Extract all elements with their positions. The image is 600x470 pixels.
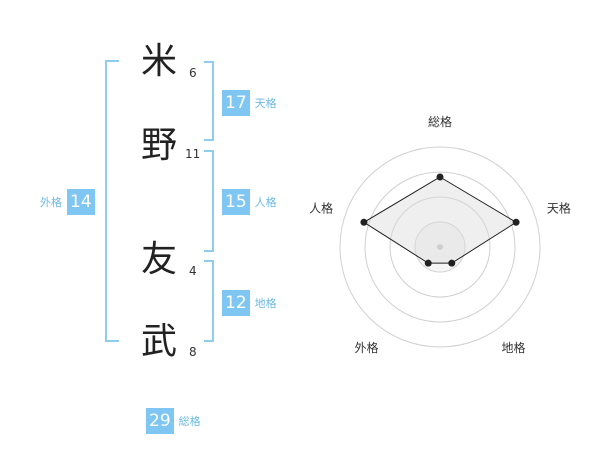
name-char-4: 武 (140, 321, 177, 362)
radar-point-3 (448, 259, 456, 267)
radar-point-5 (360, 218, 368, 226)
gaikaku-value: 14 (67, 189, 95, 215)
radar-point-4 (424, 259, 432, 267)
tenkaku-label: 天格 (254, 97, 277, 110)
name-char-2: 野 (140, 125, 177, 166)
stroke-count-4: 8 (189, 345, 197, 359)
gaikaku-label: 外格 (40, 196, 62, 209)
jinkaku-badge: 15 人格 (222, 189, 277, 215)
gaikaku-badge: 外格 14 (40, 189, 95, 215)
stroke-count-3: 4 (189, 264, 197, 278)
radar-axis-label-3: 地格 (501, 340, 525, 355)
soukaku-value: 29 (146, 408, 174, 434)
radar-axis-label-1: 総格 (428, 114, 452, 129)
tenkaku-value: 17 (222, 90, 250, 116)
stroke-count-1: 6 (189, 66, 197, 80)
tenkaku-bracket (204, 61, 214, 141)
gaikaku-bracket (105, 60, 119, 342)
chikaku-bracket (204, 260, 214, 342)
radar-points (360, 173, 520, 267)
radar-point-2 (512, 218, 520, 226)
radar-axis-label-2: 天格 (547, 200, 571, 215)
chikaku-value: 12 (222, 290, 250, 316)
name-char-3: 友 (140, 239, 177, 280)
soukaku-badge: 29 総格 (146, 408, 201, 434)
jinkaku-label: 人格 (254, 196, 277, 209)
soukaku-label: 総格 (178, 415, 201, 428)
chikaku-badge: 12 地格 (222, 290, 277, 316)
name-char-1: 米 (140, 41, 177, 82)
radar-center (437, 244, 443, 250)
radar-area (362, 176, 518, 264)
radar-axis-label-5: 人格 (309, 200, 333, 215)
jinkaku-bracket (204, 150, 214, 252)
radar-axis-label-4: 外格 (355, 340, 379, 355)
chikaku-label: 地格 (254, 297, 277, 310)
tenkaku-badge: 17 天格 (222, 90, 277, 116)
jinkaku-value: 15 (222, 189, 250, 215)
stroke-count-2: 11 (185, 147, 201, 161)
radar-point-1 (436, 173, 444, 181)
